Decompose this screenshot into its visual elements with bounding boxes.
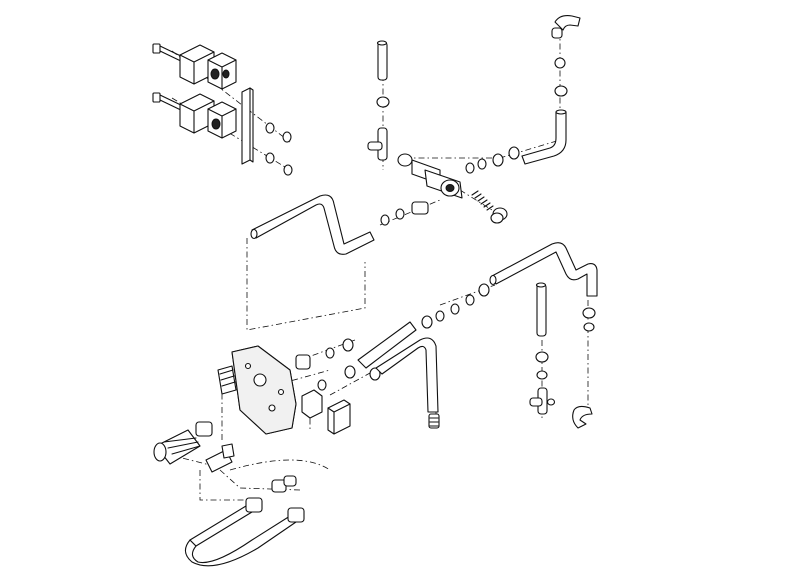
plug-cap (490, 207, 508, 224)
clamp-block-lower (179, 93, 237, 139)
vertical-tube-with-tee (529, 282, 593, 429)
clamp-block-upper (179, 44, 237, 90)
clamp-plate (241, 87, 254, 165)
quick-coupling-assembly (153, 421, 235, 473)
nut-top (376, 96, 390, 108)
small-tee-fitting (367, 127, 388, 161)
flexible-hose-loop (184, 475, 305, 567)
spring (471, 190, 494, 211)
pipe-nut-2 (554, 85, 568, 97)
pipe-nut-1 (554, 57, 566, 69)
washers-and-nuts (265, 122, 293, 176)
left-z-pipe (250, 194, 375, 255)
upper-right-pipe-with-elbow (521, 15, 581, 165)
bolt-upper (152, 43, 186, 64)
tee-valve-assembly (367, 40, 520, 226)
middle-fittings (295, 283, 490, 391)
fittings-left-of-tee (380, 201, 429, 226)
center-pipes (357, 321, 440, 429)
main-tee-body (397, 153, 463, 199)
bracket-plate-assembly (217, 345, 351, 435)
small-nuts-row (465, 146, 520, 174)
bolt-and-clamp-assembly (152, 43, 293, 176)
long-right-pipe (489, 242, 598, 332)
short-vertical-pipe (376, 40, 388, 81)
